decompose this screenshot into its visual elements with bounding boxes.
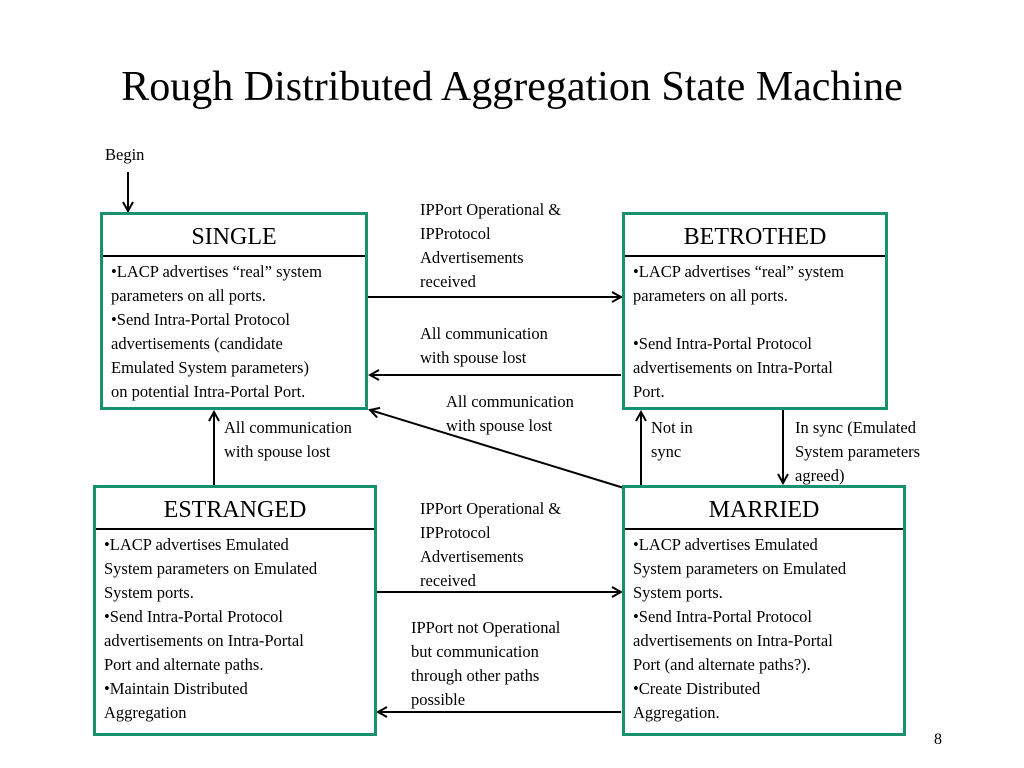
state-single: SINGLE •LACP advertises “real” system pa… xyxy=(100,212,368,410)
label-line: Advertisements xyxy=(420,547,524,566)
state-single-actions: •LACP advertises “real” system parameter… xyxy=(103,257,365,404)
label-betrothed-to-married: In sync (Emulated System parameters agre… xyxy=(795,416,920,488)
label-line: through other paths xyxy=(411,666,540,685)
label-line: Advertisements xyxy=(420,248,524,267)
state-line: •LACP advertises Emulated xyxy=(633,535,818,554)
arrow-married-to-single xyxy=(370,410,625,489)
state-line: System parameters on Emulated xyxy=(633,559,847,578)
state-line: •Send Intra-Portal Protocol xyxy=(104,607,283,626)
label-married-to-estranged: IPPort not Operational but communication… xyxy=(411,616,560,712)
state-single-name: SINGLE xyxy=(103,215,365,257)
state-betrothed: BETROTHED •LACP advertises “real” system… xyxy=(622,212,888,410)
label-line: IPPort Operational & xyxy=(420,499,562,518)
state-line: •LACP advertises Emulated xyxy=(104,535,289,554)
label-line: All communication xyxy=(224,418,352,437)
state-line: advertisements (candidate xyxy=(111,334,283,353)
state-line: on potential Intra-Portal Port. xyxy=(111,382,306,401)
state-line: advertisements on Intra-Portal xyxy=(104,631,304,650)
slide-title: Rough Distributed Aggregation State Mach… xyxy=(121,64,903,110)
state-line: Aggregation. xyxy=(633,703,720,722)
state-line: System ports. xyxy=(104,583,194,602)
label-line: with spouse lost xyxy=(224,442,331,461)
state-line: Port and alternate paths. xyxy=(104,655,264,674)
state-line: •Send Intra-Portal Protocol xyxy=(633,607,812,626)
state-married-actions: •LACP advertises Emulated System paramet… xyxy=(625,530,903,725)
state-line: Aggregation xyxy=(104,703,187,722)
state-estranged-name: ESTRANGED xyxy=(96,488,374,530)
state-estranged-actions: •LACP advertises Emulated System paramet… xyxy=(96,530,374,725)
begin-label: Begin xyxy=(105,145,145,164)
label-line: with spouse lost xyxy=(446,416,553,435)
state-line: advertisements on Intra-Portal xyxy=(633,358,833,377)
state-line: advertisements on Intra-Portal xyxy=(633,631,833,650)
state-betrothed-name: BETROTHED xyxy=(625,215,885,257)
state-married: MARRIED •LACP advertises Emulated System… xyxy=(622,485,906,736)
state-line: System parameters on Emulated xyxy=(104,559,318,578)
label-estranged-to-single: All communication with spouse lost xyxy=(224,416,352,464)
state-line: •Send Intra-Portal Protocol xyxy=(111,310,290,329)
label-line: IPProtocol xyxy=(420,224,491,243)
state-line: Emulated System parameters) xyxy=(111,358,309,377)
state-line: parameters on all ports. xyxy=(633,286,788,305)
state-line: •LACP advertises “real” system xyxy=(633,262,844,281)
label-estranged-to-married: IPPort Operational & IPProtocol Advertis… xyxy=(420,497,561,593)
state-line: •Send Intra-Portal Protocol xyxy=(633,334,812,353)
state-married-name: MARRIED xyxy=(625,488,903,530)
label-line: IPProtocol xyxy=(420,523,491,542)
label-line: received xyxy=(420,272,476,291)
state-line: Port (and alternate paths?). xyxy=(633,655,811,674)
label-betrothed-to-single: All communication with spouse lost xyxy=(420,322,548,370)
label-line: received xyxy=(420,571,476,590)
label-line: with spouse lost xyxy=(420,348,527,367)
label-line: agreed) xyxy=(795,466,845,485)
label-line: but communication xyxy=(411,642,539,661)
label-line: IPPort not Operational xyxy=(411,618,561,637)
state-betrothed-actions: •LACP advertises “real” system parameter… xyxy=(625,257,885,404)
state-line: •LACP advertises “real” system xyxy=(111,262,322,281)
label-line: sync xyxy=(651,442,682,461)
state-line: Port. xyxy=(633,382,665,401)
state-estranged: ESTRANGED •LACP advertises Emulated Syst… xyxy=(93,485,377,736)
label-line: possible xyxy=(411,690,466,709)
label-line: All communication xyxy=(420,324,548,343)
state-line-blank xyxy=(633,308,885,332)
label-married-to-betrothed: Not in sync xyxy=(651,416,693,464)
label-line: Not in xyxy=(651,418,693,437)
label-line: In sync (Emulated xyxy=(795,418,916,437)
state-line: •Maintain Distributed xyxy=(104,679,248,698)
label-line: IPPort Operational & xyxy=(420,200,562,219)
page-number: 8 xyxy=(934,731,942,748)
state-line: parameters on all ports. xyxy=(111,286,266,305)
label-single-to-betrothed: IPPort Operational & IPProtocol Advertis… xyxy=(420,198,561,294)
label-line: System parameters xyxy=(795,442,921,461)
label-line: All communication xyxy=(446,392,574,411)
state-line: System ports. xyxy=(633,583,723,602)
label-married-to-single: All communication with spouse lost xyxy=(446,390,574,438)
state-line: •Create Distributed xyxy=(633,679,761,698)
